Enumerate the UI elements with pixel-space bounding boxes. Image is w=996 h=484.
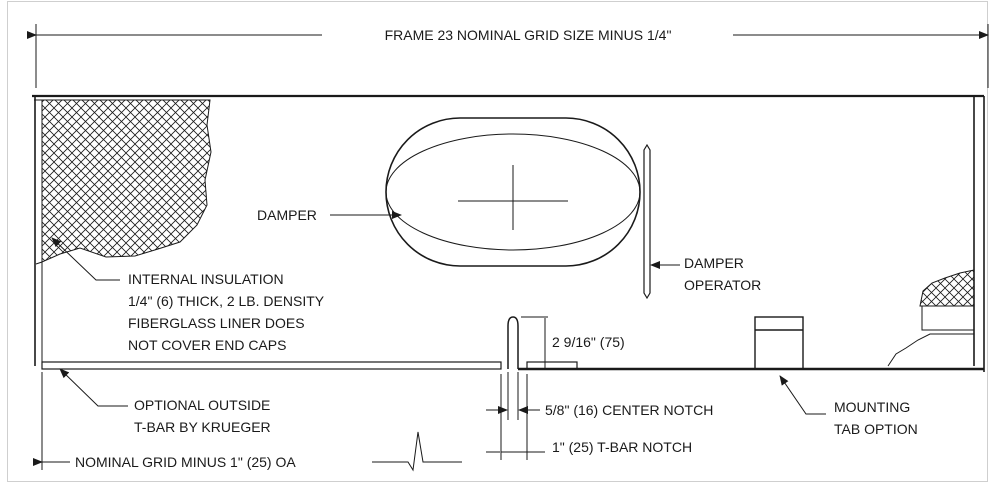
insulation-breakout-left [35,261,43,265]
panel-border [7,1,988,482]
frame-width-dimension [27,24,989,88]
insulation-line-4: NOT COVER END CAPS [128,337,286,353]
notch-height-dimension [521,316,548,370]
damper-operator-rod [643,143,651,300]
insulation-breakout-right [887,305,974,367]
insulation-line-1: INTERNAL INSULATION [128,271,284,287]
tbar-notch-label: 1" (25) T-BAR NOTCH [552,439,692,455]
optional-tbar-line-2: T-BAR BY KRUEGER [134,419,271,435]
damper [385,117,641,267]
optional-tbar-line-1: OPTIONAL OUTSIDE [134,397,270,413]
insulation-line-3: FIBERGLASS LINER DOES [128,315,305,331]
mounting-tab-line-1: MOUNTING [834,399,910,415]
internal-insulation-right [919,269,975,307]
mounting-tab [754,316,804,370]
optional-tbar-leader [59,368,128,407]
insulation-line-2: 1/4" (6) THICK, 2 LB. DENSITY [128,293,325,309]
mounting-tab-line-2: TAB OPTION [834,421,918,437]
damper-operator-label: DAMPER OPERATOR [684,255,761,293]
plenum-body [32,94,985,372]
damper-operator-line-2: OPERATOR [684,277,761,293]
tbar-notch-dimension [486,374,545,460]
frame-width-label: FRAME 23 NOMINAL GRID SIZE MINUS 1/4" [385,27,672,43]
mounting-tab-label: MOUNTING TAB OPTION [834,399,918,437]
internal-insulation-leader [51,237,120,281]
center-notch-dimension [486,372,540,420]
mounting-tab-leader [779,375,826,415]
internal-insulation-left [41,99,212,263]
nominal-grid-dimension [33,372,462,472]
internal-insulation-label: INTERNAL INSULATION 1/4" (6) THICK, 2 LB… [128,271,328,353]
damper-label: DAMPER [257,207,317,223]
center-notch [507,316,578,370]
optional-tbar [41,361,502,370]
center-notch-label: 5/8" (16) CENTER NOTCH [545,402,713,418]
nominal-grid-label: NOMINAL GRID MINUS 1" (25) OA [75,454,296,470]
optional-tbar-label: OPTIONAL OUTSIDE T-BAR BY KRUEGER [134,397,274,435]
notch-height-label: 2 9/16" (75) [552,334,625,350]
damper-operator-line-1: DAMPER [684,255,744,271]
